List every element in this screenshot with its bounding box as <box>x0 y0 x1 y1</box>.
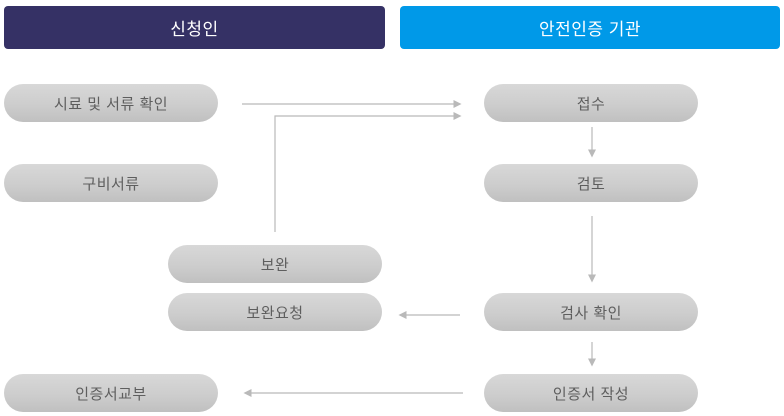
node-certificate-writing: 인증서 작성 <box>484 374 698 412</box>
node-supplement: 보완 <box>168 245 382 283</box>
lane-header-certification-agency: 안전인증 기관 <box>400 6 780 49</box>
node-certificate-issuance: 인증서교부 <box>4 374 218 412</box>
node-required-documents: 구비서류 <box>4 164 218 202</box>
node-receipt: 접수 <box>484 84 698 122</box>
node-supplement-request: 보완요청 <box>168 293 382 331</box>
node-sample-and-document-check: 시료 및 서류 확인 <box>4 84 218 122</box>
lane-header-applicant: 신청인 <box>4 6 385 49</box>
node-inspection-check: 검사 확인 <box>484 293 698 331</box>
node-review: 검토 <box>484 164 698 202</box>
arrow-supplement-to-receive <box>274 112 462 232</box>
